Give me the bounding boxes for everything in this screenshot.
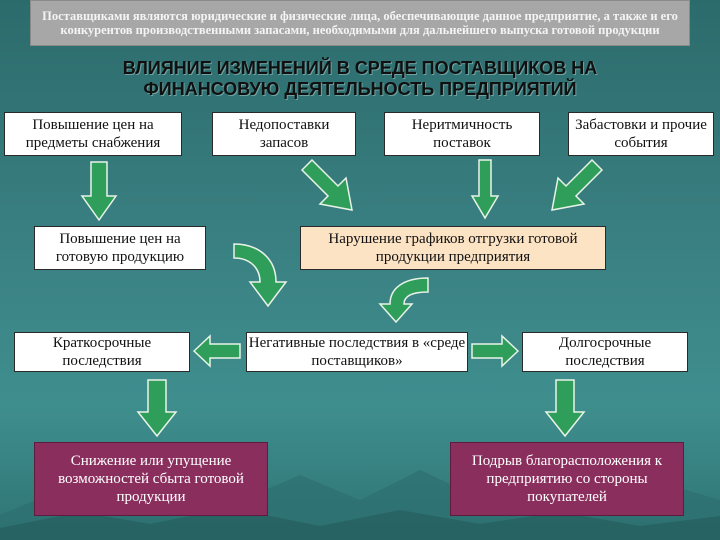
arrow-diagonal-right-icon [300,158,353,211]
arrow-down-icon [136,379,178,438]
box-customer-goodwill-loss: Подрыв благорасположения к предприятию с… [450,442,684,516]
arrow-diagonal-left-icon [551,158,604,211]
arrow-down-icon [470,159,500,220]
arrow-down-icon [80,161,118,222]
curved-arrow-icon [378,277,429,324]
arrow-left-icon [192,334,241,368]
box-long-term-consequences: Долгосрочные последствия [522,332,688,372]
box-price-increase-supplies: Повышение цен на предметы снабжения [4,112,182,156]
curved-arrow-icon [233,243,288,308]
arrow-down-icon [544,379,586,438]
supplier-definition-note: Поставщиками являются юридические и физи… [30,0,690,46]
box-shipment-schedule-disruption: Нарушение графиков отгрузки готовой прод… [300,226,606,270]
box-undersupply: Недопоставки запасов [212,112,356,156]
box-strikes-events: Забастовки и прочие события [568,112,714,156]
box-short-term-consequences: Краткосрочные последствия [14,332,190,372]
box-price-increase-products: Повышение цен на готовую продукцию [34,226,206,270]
page-title: ВЛИЯНИЕ ИЗМЕНЕНИЙ В СРЕДЕ ПОСТАВЩИКОВ НА… [122,58,598,99]
arrow-right-icon [471,334,520,368]
box-negative-supplier-consequences: Негативные последствия в «среде поставщи… [246,332,468,372]
box-irregular-deliveries: Неритмичность поставок [384,112,540,156]
box-lost-sales-opportunities: Снижение или упущение возможностей сбыта… [34,442,268,516]
